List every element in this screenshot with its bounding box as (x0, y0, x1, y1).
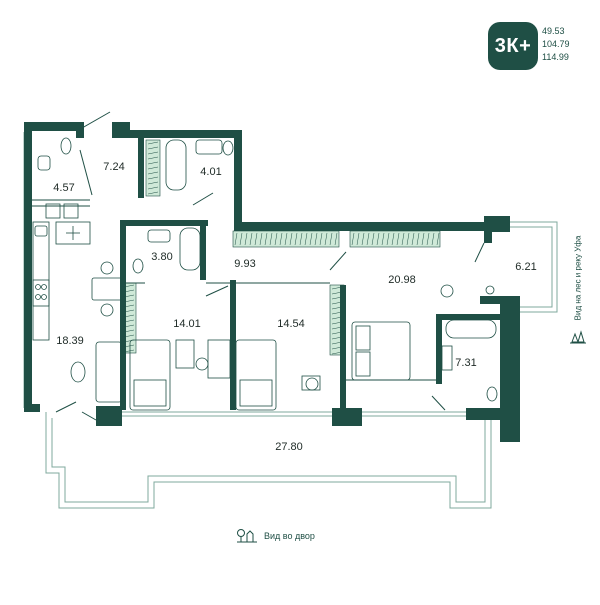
hatch-line (147, 191, 159, 195)
hatch-line (411, 232, 415, 246)
hatch-line (254, 232, 258, 246)
hatch-line (147, 176, 159, 180)
hatch-line (147, 171, 159, 175)
hatch-line (401, 232, 405, 246)
area-with-terrace: 114.99 (542, 52, 569, 62)
apartment-badge: 3К+ 49.53 104.79 114.99 (488, 22, 584, 70)
hatch-line (386, 232, 390, 246)
room-label-bath-2: 3.80 (151, 251, 173, 263)
view-forest-label: Вид на лес и реку Уфа (573, 235, 583, 321)
hatch-line (381, 232, 385, 246)
hatch-line (264, 232, 268, 246)
hatch-line (284, 232, 288, 246)
hatch-line (436, 232, 440, 246)
hatch-line (294, 232, 298, 246)
hatch-line (304, 232, 308, 246)
hatch-line (329, 232, 333, 246)
balcony-outline (510, 221, 558, 313)
hatch-line (249, 232, 253, 246)
hatch-line (147, 166, 159, 170)
hatch-line (147, 141, 159, 145)
hatch-line (299, 232, 303, 246)
forest-icon (570, 330, 586, 344)
room-label-bath-3: 7.31 (455, 357, 477, 369)
room-label-wc-small: 4.57 (53, 182, 75, 194)
room-label-kitchen: 18.39 (56, 335, 84, 347)
hatch-line (147, 186, 159, 190)
hatch-line (259, 232, 263, 246)
hatch-line (244, 232, 248, 246)
hatch-line (269, 232, 273, 246)
apartment-type: 3К+ (488, 22, 538, 70)
room-label-hall: 7.24 (103, 161, 125, 173)
view-yard-label: Вид во двор (264, 531, 315, 541)
hatch-line (147, 156, 159, 160)
hatch-line (239, 232, 243, 246)
room-label-terrace: 27.80 (275, 441, 303, 453)
hatch-line (391, 232, 395, 246)
hatch-line (366, 232, 370, 246)
trees-icon (237, 529, 257, 543)
interior-lines (32, 111, 485, 421)
walls (24, 122, 520, 442)
room-label-bedroom-2: 14.54 (277, 318, 305, 330)
hatch-line (147, 151, 159, 155)
hatch-line (147, 161, 159, 165)
room-label-living: 20.98 (388, 274, 416, 286)
hatch-line (147, 181, 159, 185)
area-total: 104.79 (542, 39, 570, 49)
room-label-corridor: 9.93 (234, 258, 256, 270)
hatch-line (234, 232, 238, 246)
hatch-line (396, 232, 400, 246)
hatch-line (426, 232, 430, 246)
room-label-bath-1: 4.01 (200, 166, 222, 178)
hatch-line (279, 232, 283, 246)
hatch-line (416, 232, 420, 246)
hatch-line (371, 232, 375, 246)
hatch-line (309, 232, 313, 246)
hatch-line (361, 232, 365, 246)
area-living: 49.53 (542, 26, 565, 36)
hatch-line (324, 232, 328, 246)
hatch-line (314, 232, 318, 246)
room-label-balcony: 6.21 (515, 261, 537, 273)
hatch-line (319, 232, 323, 246)
hatch-line (274, 232, 278, 246)
kitchen-counter (32, 221, 91, 341)
terrace-outline (45, 412, 520, 509)
furniture (37, 137, 498, 411)
hatch-line (431, 232, 435, 246)
room-label-bedroom-1: 14.01 (173, 318, 201, 330)
view-yard: Вид во двор (236, 527, 315, 545)
hatch-line (334, 232, 338, 246)
area-summary: 49.53 104.79 114.99 (542, 25, 584, 64)
hatch-line (289, 232, 293, 246)
hatch-line (147, 146, 159, 150)
hatch-line (356, 232, 360, 246)
hatch-line (376, 232, 380, 246)
view-forest: Вид на лес и реку Уфа (566, 216, 590, 344)
hatch-line (351, 232, 355, 246)
hatch-line (406, 232, 410, 246)
hatch-line (421, 232, 425, 246)
